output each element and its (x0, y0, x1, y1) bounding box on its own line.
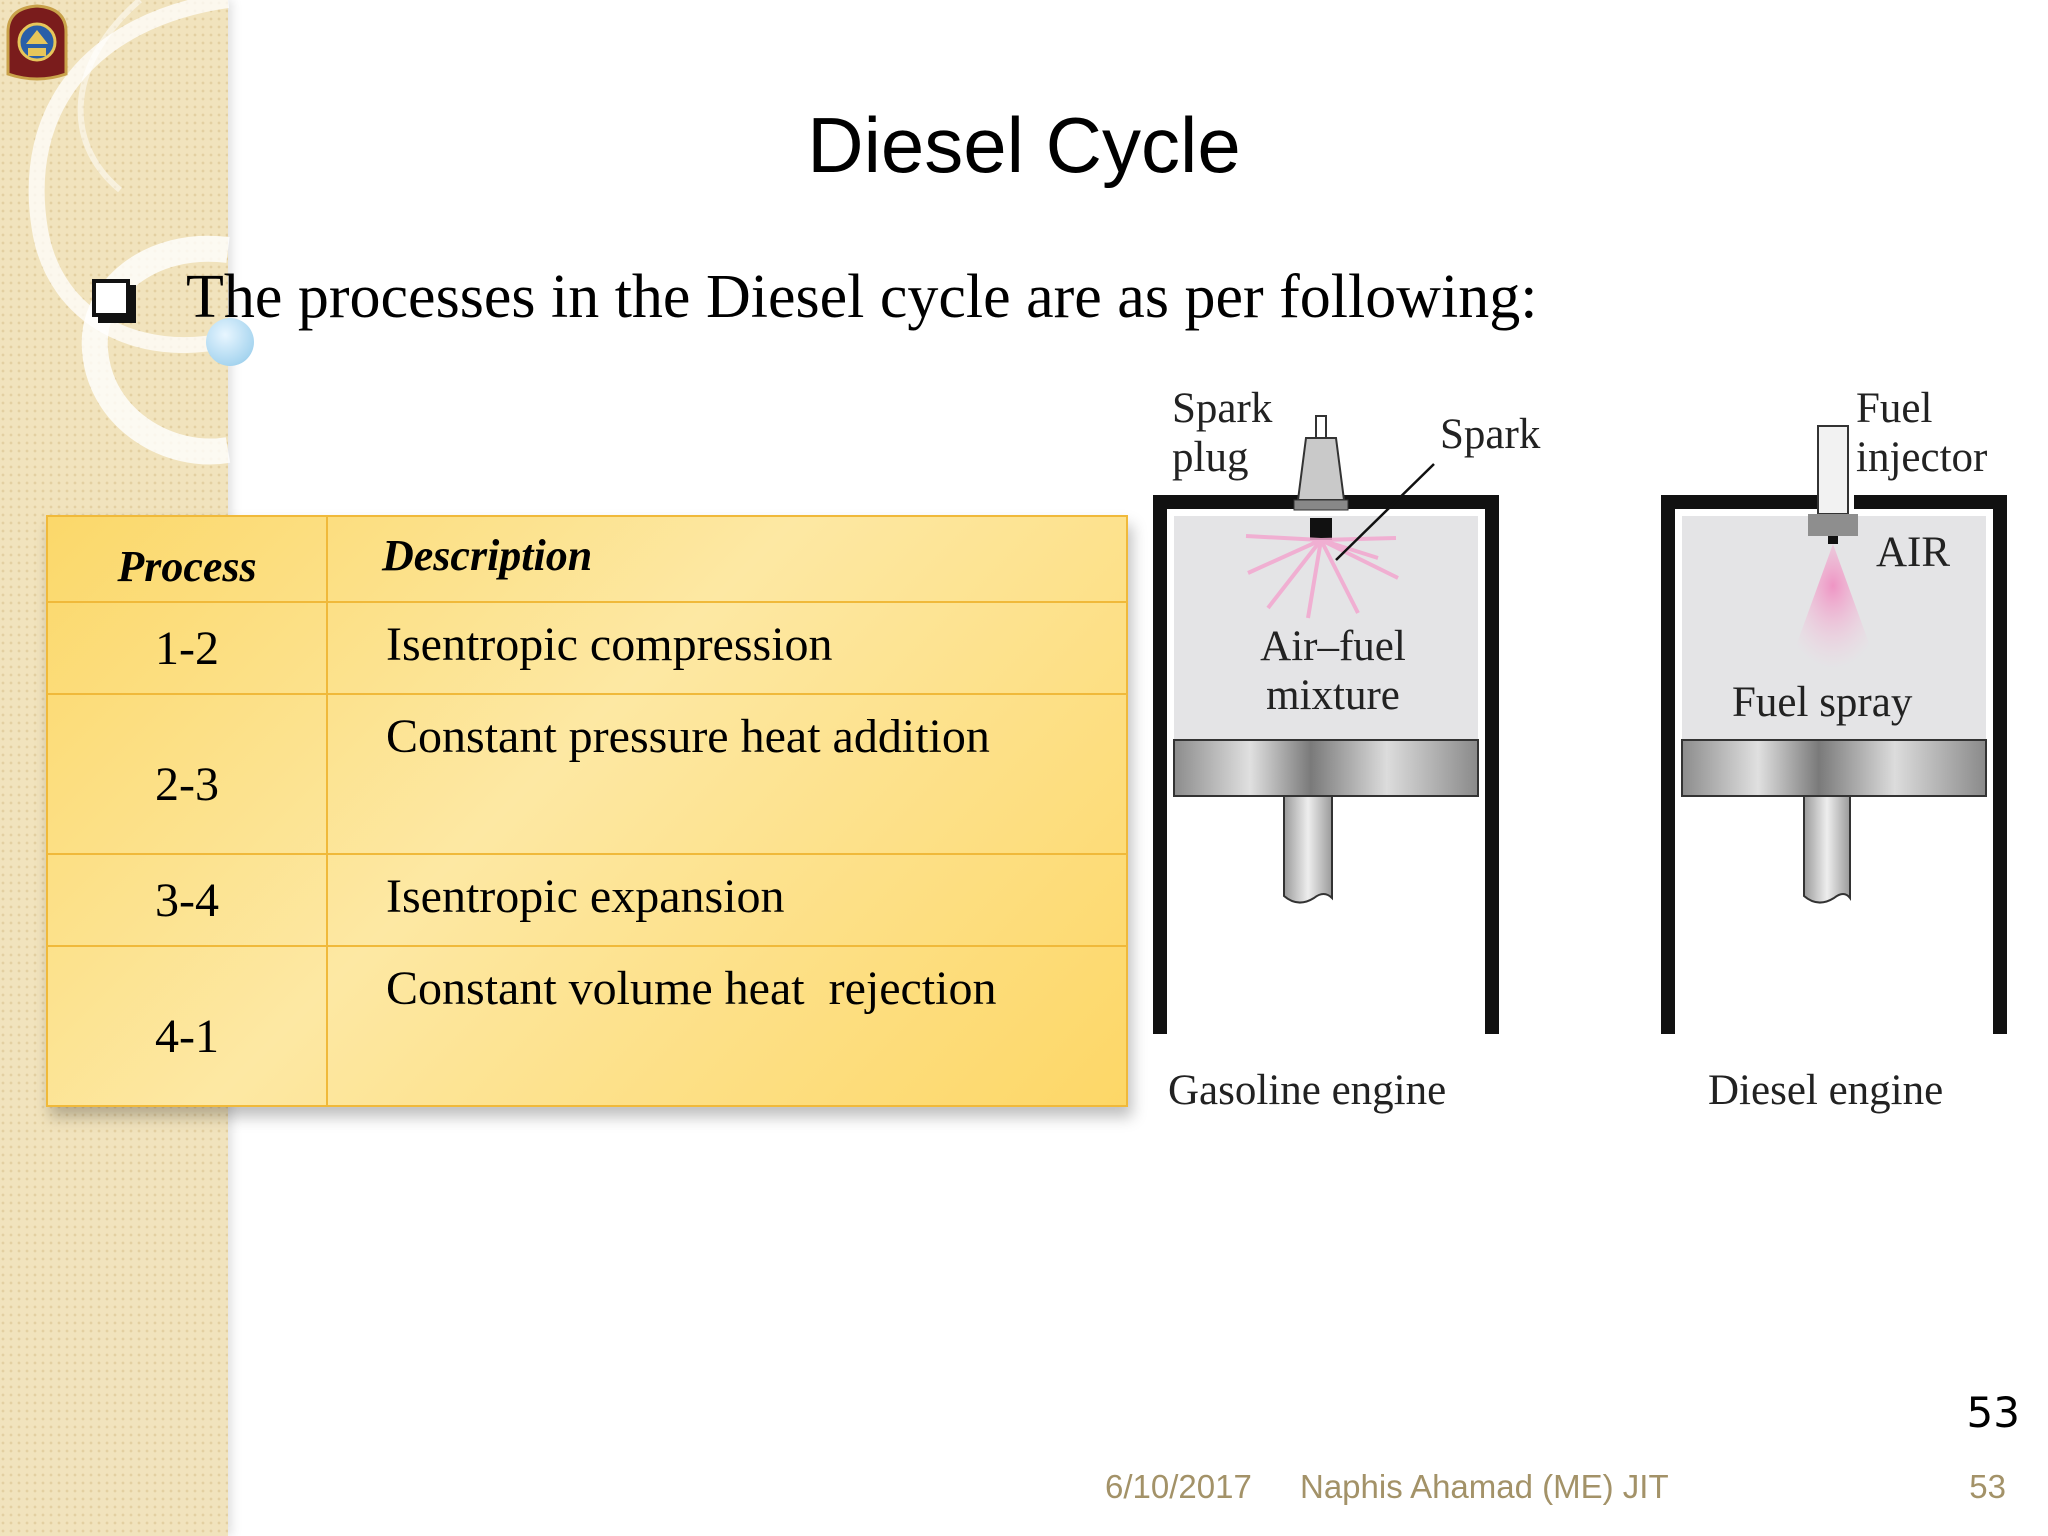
slide-title: Diesel Cycle (0, 100, 2048, 191)
institute-logo (6, 4, 68, 81)
footer-author: Naphis Ahamad (ME) JIT (1300, 1468, 1669, 1505)
air-label: AIR (1876, 529, 1951, 576)
table-header-row: Process Description (46, 515, 1128, 603)
page-number: 53 (1966, 1388, 2020, 1437)
square-bullet-icon (92, 279, 130, 317)
table-row: 2-3 Constant pressure heat addition (46, 693, 1128, 855)
gasoline-engine-caption: Gasoline engine (1168, 1067, 1447, 1114)
table-row: 4-1 Constant volume heat rejection (46, 945, 1128, 1107)
fuel-injector-label: Fuel injector (1856, 385, 1988, 482)
engine-comparison-figure: Spark plug Spark Air–fuel mixture Gasoli… (1148, 368, 2028, 1158)
table-row: 3-4 Isentropic expansion (46, 853, 1128, 947)
bullet-point: The processes in the Diesel cycle are as… (92, 262, 1537, 332)
engine-drawing (1153, 415, 2007, 1034)
spark-label: Spark (1440, 411, 1541, 458)
gasoline-cylinder (1153, 415, 1499, 1034)
footer-date: 6/10/2017 (1105, 1468, 1252, 1505)
diesel-engine-caption: Diesel engine (1708, 1067, 1944, 1114)
table-row: 1-2 Isentropic compression (46, 601, 1128, 695)
bullet-text: The processes in the Diesel cycle are as… (186, 262, 1538, 331)
slide-title-text: Diesel Cycle (807, 101, 1241, 189)
process-cell: 1-2 (46, 601, 328, 695)
header-description: Description (326, 515, 1128, 603)
process-cell: 4-1 (46, 945, 328, 1107)
swirl-decoration (28, 0, 231, 465)
description-cell: Isentropic expansion (326, 853, 1128, 947)
bubble-decoration (206, 318, 254, 366)
description-cell: Isentropic compression (326, 601, 1128, 695)
process-cell: 2-3 (46, 693, 328, 855)
process-table: Process Description 1-2 Isentropic compr… (46, 515, 1128, 1107)
process-cell: 3-4 (46, 853, 328, 947)
air-fuel-mixture-label: Air–fuel mixture (1260, 623, 1406, 720)
diesel-cylinder (1661, 425, 2007, 1034)
fuel-spray-label: Fuel spray (1732, 679, 1913, 726)
spark-plug-label: Spark plug (1172, 385, 1273, 482)
description-cell: Constant pressure heat addition (326, 693, 1128, 855)
description-cell: Constant volume heat rejection (326, 945, 1128, 1107)
header-process: Process (46, 515, 328, 603)
footer-slide-number: 53 (1969, 1468, 2006, 1505)
